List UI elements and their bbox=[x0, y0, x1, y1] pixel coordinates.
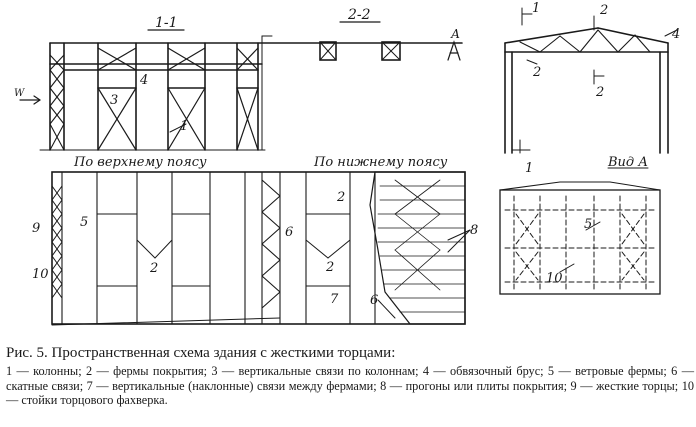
label-10: 10 bbox=[32, 267, 49, 282]
label-frame-1-bottom: 1 bbox=[525, 161, 533, 176]
label-section-1-1: 1-1 bbox=[155, 15, 178, 31]
label-2-plan-b: 2 bbox=[336, 190, 345, 205]
label-top-chord: По верхнему поясу bbox=[73, 155, 207, 170]
label-5: 5 bbox=[80, 215, 88, 230]
caption-title: Рис. 5. Пространственная схема здания с … bbox=[6, 345, 396, 361]
label-7: 7 bbox=[330, 292, 339, 307]
label-a-mark: А bbox=[450, 27, 460, 41]
label-2-plan-c: 2 bbox=[325, 260, 334, 275]
label-bottom-chord: По нижнему поясу bbox=[313, 155, 448, 170]
label-section-2-2: 2-2 bbox=[347, 7, 371, 23]
longitudinal-section bbox=[19, 21, 463, 151]
figure-labels: 1-1 2-2 3 4 1 А W По верхнему поясу По н… bbox=[14, 1, 680, 308]
transverse-frame bbox=[504, 7, 678, 154]
scheme-drawing: 1-1 2-2 3 4 1 А W По верхнему поясу По н… bbox=[14, 1, 680, 326]
label-frame-2-top: 2 bbox=[599, 3, 608, 18]
label-view-10: 10 bbox=[546, 271, 563, 286]
label-4: 4 bbox=[139, 73, 148, 88]
caption-body: 1 — колонны; 2 — фермы покрытия; 3 — вер… bbox=[6, 364, 694, 407]
label-8: 8 bbox=[470, 223, 478, 238]
label-3: 3 bbox=[110, 93, 118, 108]
end-wall-view bbox=[499, 167, 661, 295]
label-6-slab: 6 bbox=[370, 293, 378, 308]
label-frame-2-left: 2 bbox=[532, 65, 541, 80]
label-frame-4: 4 bbox=[671, 27, 680, 42]
label-frame-2-bottom: 2 bbox=[595, 85, 604, 100]
label-wind: W bbox=[14, 88, 25, 99]
roof-plan bbox=[51, 171, 471, 326]
label-2-plan-a: 2 bbox=[149, 261, 158, 276]
building-scheme-figure: 1-1 2-2 3 4 1 А W По верхнему поясу По н… bbox=[14, 1, 680, 326]
figure-caption: Рис. 5. Пространственная схема здания с … bbox=[6, 344, 694, 408]
label-9: 9 bbox=[32, 221, 40, 236]
label-6-plan: 6 bbox=[285, 225, 293, 240]
label-frame-1-top: 1 bbox=[532, 1, 540, 16]
label-view-a: Вид А bbox=[607, 155, 648, 170]
label-1: 1 bbox=[180, 119, 188, 134]
label-view-5: 5 bbox=[584, 217, 592, 232]
